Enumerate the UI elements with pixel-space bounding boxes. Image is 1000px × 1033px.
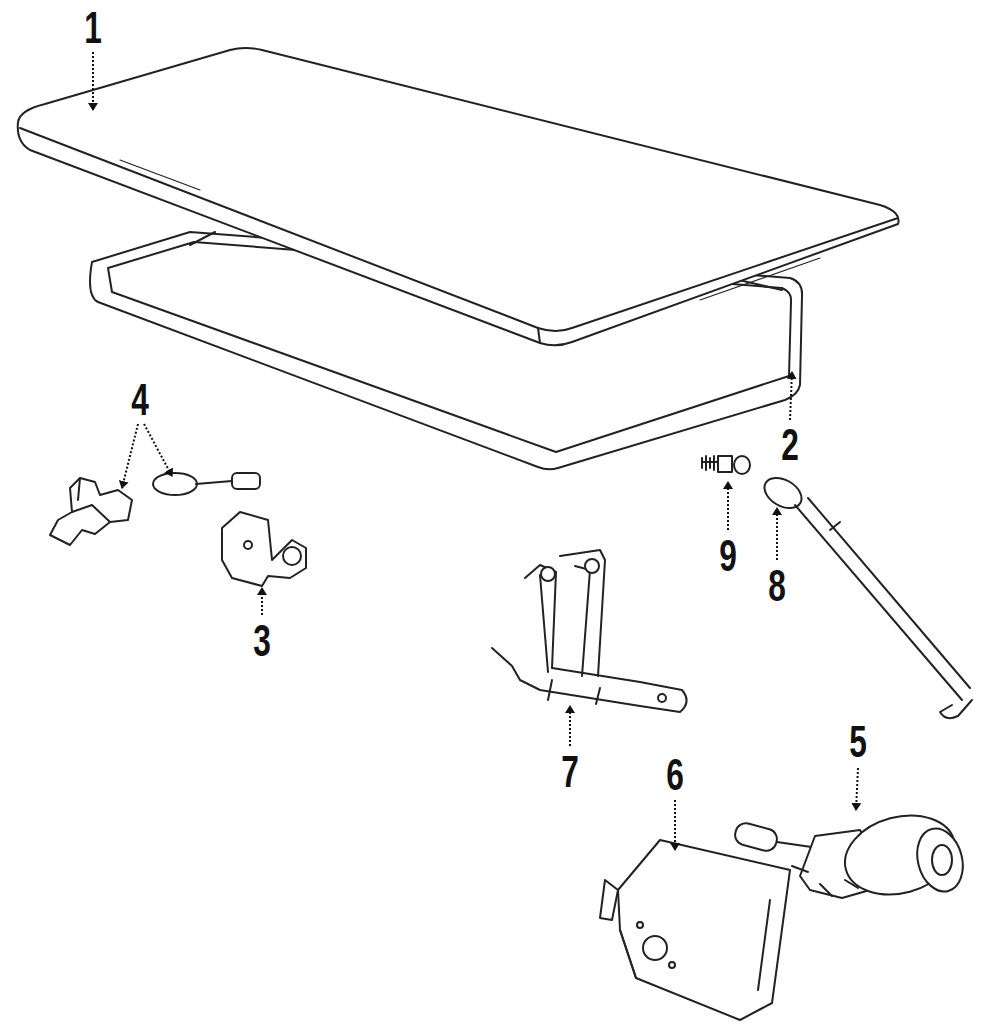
- callout-number: 4: [131, 378, 149, 422]
- callout-number: 6: [666, 753, 684, 797]
- callout-number: 8: [768, 564, 786, 608]
- callout-number: 7: [561, 750, 579, 794]
- callout-number: 9: [719, 534, 737, 578]
- callout-number: 3: [253, 619, 271, 663]
- callout-number: 5: [849, 720, 867, 764]
- callout-number: 1: [84, 6, 102, 50]
- callout-number: 2: [781, 423, 799, 467]
